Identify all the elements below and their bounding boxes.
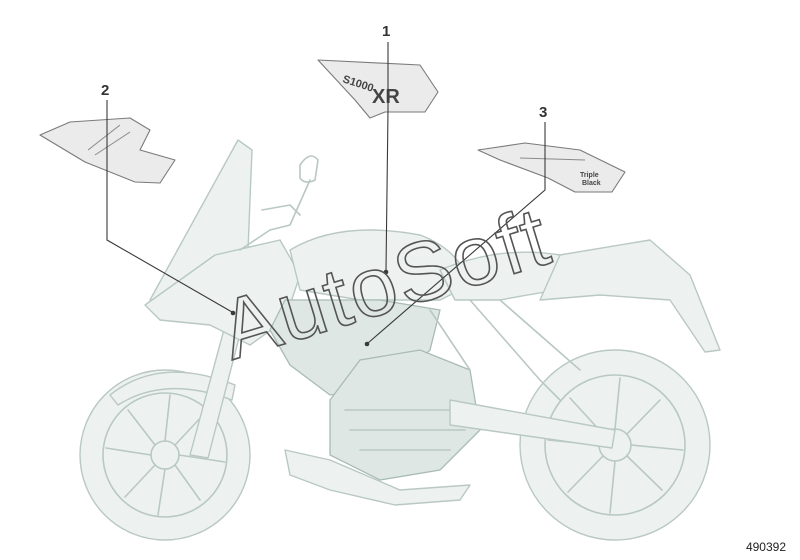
front-fender bbox=[109, 371, 236, 406]
leader-line-3 bbox=[367, 122, 546, 344]
decal-1: S1000 XR bbox=[317, 59, 439, 119]
leader-lines bbox=[106, 42, 546, 347]
belly-pan bbox=[284, 449, 471, 506]
reference-number: 490392 bbox=[745, 540, 786, 554]
leader-line-2 bbox=[106, 100, 233, 313]
callout-3: 3 bbox=[539, 104, 547, 121]
engine bbox=[329, 349, 481, 481]
callout-1: 1 bbox=[382, 23, 390, 40]
mirror bbox=[239, 155, 319, 251]
decal-3: Triple Black bbox=[477, 142, 626, 193]
decal-1-text-xr: XR bbox=[372, 86, 400, 108]
tail-section bbox=[539, 239, 721, 353]
callout-2: 2 bbox=[101, 82, 109, 99]
leader-line-1 bbox=[385, 42, 389, 271]
rear-wheel bbox=[519, 349, 711, 541]
decal-3-text-line2: Black bbox=[582, 180, 601, 187]
decal-3-text-line1: Triple bbox=[580, 172, 599, 179]
motorcycle-illustration bbox=[79, 139, 721, 541]
swingarm bbox=[449, 399, 616, 449]
